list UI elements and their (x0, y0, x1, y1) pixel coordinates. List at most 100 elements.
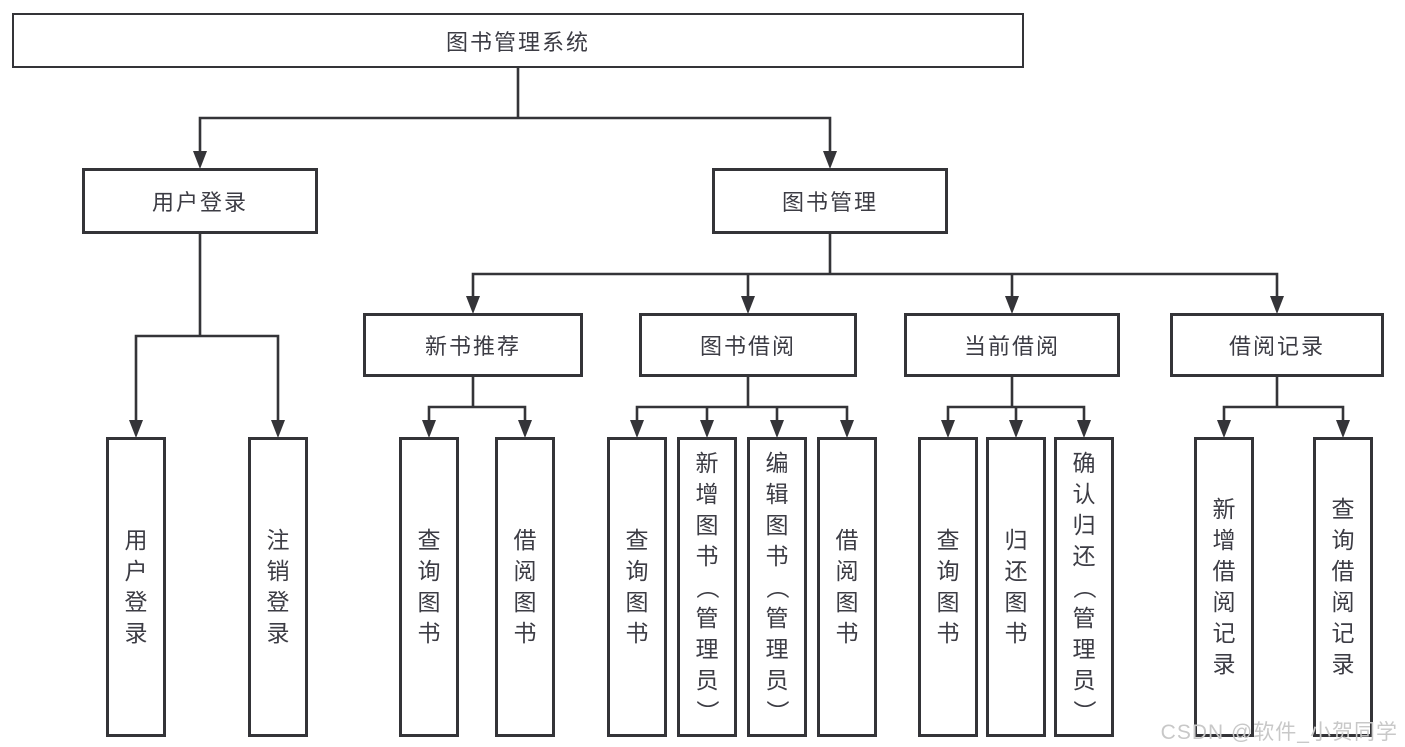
node-book-borrow: 图书借阅 (639, 313, 857, 377)
node-leaf-cb-return: 归还图书 (986, 437, 1046, 737)
node-label-char: 登 (124, 589, 148, 615)
connector-current-borrow (946, 375, 1086, 426)
node-label-char: 书 (695, 542, 719, 569)
node-label-char: 图 (513, 589, 537, 615)
node-label-char: 理 (765, 635, 789, 662)
connector-new-book-rec (427, 375, 527, 426)
node-label-char: 归 (1072, 511, 1096, 538)
arrowhead-icon (1336, 420, 1350, 438)
arrowhead-icon (1005, 296, 1019, 314)
arrowhead-icon (1270, 296, 1284, 314)
node-label-char: 管 (765, 604, 789, 631)
arrowhead-icon (741, 296, 755, 314)
node-label-char: ） (764, 699, 791, 723)
node-label-char: 书 (936, 620, 960, 646)
node-label-char: 用 (124, 527, 148, 553)
node-label-char: 归 (1004, 527, 1028, 553)
node-label: 新书推荐 (424, 334, 521, 359)
node-label-char: 书 (765, 542, 789, 569)
node-label-char: 书 (1004, 620, 1028, 646)
node-leaf-bb-borrow: 借阅图书 (817, 437, 877, 737)
node-label: 图书管理 (781, 190, 878, 215)
node-label-char: 查 (625, 527, 649, 553)
node-label-char: 图 (417, 589, 441, 615)
connector-book-borrow (635, 375, 849, 426)
arrowhead-icon (193, 151, 207, 169)
node-label-char: 书 (513, 620, 537, 646)
node-label-char: （ (1071, 575, 1098, 599)
node-label-char: 书 (625, 620, 649, 646)
node-borrow-records: 借阅记录 (1170, 313, 1384, 377)
node-leaf-user-login: 用户登录 (106, 437, 166, 737)
node-label-char: 增 (1212, 527, 1236, 553)
node-user-login: 用户登录 (82, 168, 318, 234)
node-label-char: 询 (936, 558, 960, 584)
node-label-char: 管 (1072, 604, 1096, 631)
node-label-char: 编 (765, 449, 789, 476)
node-label-char: 员 (765, 666, 789, 693)
node-leaf-br-query: 查询借阅记录 (1313, 437, 1373, 737)
node-label-char: 图 (1004, 589, 1028, 615)
node-label-char: 查 (417, 527, 441, 553)
node-label: 借阅记录 (1228, 334, 1325, 359)
arrowhead-icon (630, 420, 644, 438)
node-label-char: （ (694, 575, 721, 599)
node-leaf-bb-add: 新增图书（管理员） (677, 437, 737, 737)
arrowhead-icon (466, 296, 480, 314)
node-label-char: 图 (835, 589, 859, 615)
node-label-char: （ (764, 575, 791, 599)
node-label-char: 录 (124, 620, 148, 646)
node-label-char: 登 (266, 589, 290, 615)
node-label-char: 借 (1331, 558, 1355, 584)
node-current-borrow: 当前借阅 (904, 313, 1120, 377)
node-leaf-nbr-borrow: 借阅图书 (495, 437, 555, 737)
node-label-char: 新 (695, 449, 719, 476)
node-label-char: 户 (124, 558, 148, 584)
node-label-char: 管 (695, 604, 719, 631)
node-label-char: ） (694, 699, 721, 723)
node-label-char: 书 (417, 620, 441, 646)
arrowhead-icon (770, 420, 784, 438)
node-label-char: 辑 (765, 480, 789, 507)
node-label-char: 录 (1212, 651, 1236, 677)
arrowhead-icon (941, 420, 955, 438)
arrowhead-icon (422, 420, 436, 438)
arrowhead-icon (1077, 420, 1091, 438)
node-label-char: 询 (625, 558, 649, 584)
node-label-char: 销 (266, 558, 290, 584)
arrowhead-icon (840, 420, 854, 438)
node-label: 图书借阅 (699, 334, 796, 359)
node-book-mgmt: 图书管理 (712, 168, 948, 234)
node-root: 图书管理系统 (12, 13, 1024, 68)
node-label-char: 记 (1331, 620, 1355, 646)
node-label-char: 理 (695, 635, 719, 662)
node-label-char: 还 (1004, 558, 1028, 584)
node-label: 用户登录 (151, 190, 248, 215)
node-label: 图书管理系统 (445, 29, 590, 55)
node-leaf-user-logout: 注销登录 (248, 437, 308, 737)
node-leaf-bb-edit: 编辑图书（管理员） (747, 437, 807, 737)
node-label-char: 确 (1072, 449, 1096, 476)
node-label: 当前借阅 (963, 334, 1060, 359)
node-label-char: 录 (266, 620, 290, 646)
node-label-char: 还 (1072, 542, 1096, 569)
node-label-char: 理 (1072, 635, 1096, 662)
node-label-char: 新 (1212, 496, 1236, 522)
node-label-char: 书 (835, 620, 859, 646)
node-label-char: 借 (1212, 558, 1236, 584)
node-label-char: 阅 (513, 558, 537, 584)
arrowhead-icon (129, 420, 143, 438)
arrowhead-icon (271, 420, 285, 438)
node-label-char: 注 (266, 527, 290, 553)
arrowhead-icon (1009, 420, 1023, 438)
node-leaf-br-add: 新增借阅记录 (1194, 437, 1254, 737)
node-label-char: 借 (513, 527, 537, 553)
arrowhead-icon (700, 420, 714, 438)
node-label-char: 阅 (1331, 589, 1355, 615)
connector-borrow-records (1222, 375, 1345, 426)
node-label-char: 询 (1331, 527, 1355, 553)
node-label-char: 认 (1072, 480, 1096, 507)
node-label-char: 图 (625, 589, 649, 615)
node-leaf-cb-query: 查询图书 (918, 437, 978, 737)
